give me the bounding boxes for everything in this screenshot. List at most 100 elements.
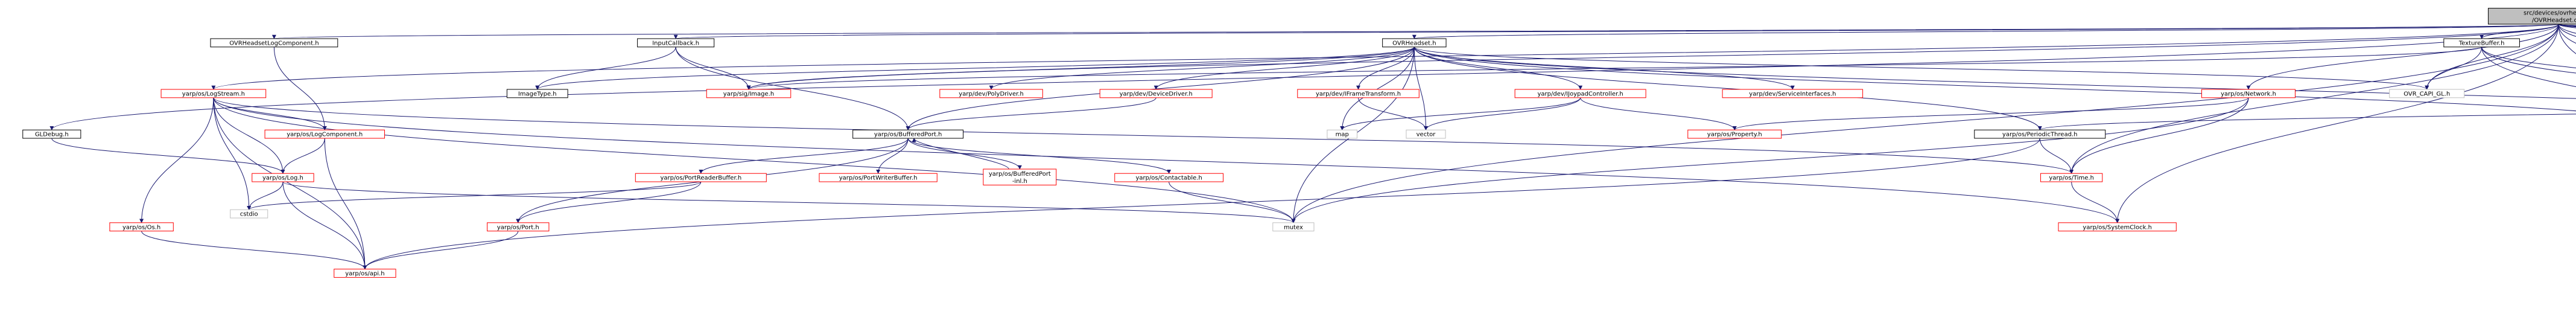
node-box xyxy=(1272,222,1315,232)
node-box xyxy=(230,209,268,219)
node-portwriter[interactable]: yarp/os/PortWriterBuffer.h xyxy=(819,173,937,182)
edge-logstream-to-logh xyxy=(213,97,285,174)
node-imagetype[interactable]: ImageType.h xyxy=(506,89,568,98)
edge-ovrheadset_h-to-vector xyxy=(1413,46,1429,130)
node-box xyxy=(635,173,767,182)
node-box xyxy=(264,129,385,139)
node-root[interactable]: src/devices/ovrheadset/OVRHeadset.cpp xyxy=(2488,8,2576,25)
node-label: yarp/os/BufferedPort.h xyxy=(874,132,942,138)
node-label: yarp/dev/DeviceDriver.h xyxy=(1120,91,1193,98)
edge-joypad-to-map xyxy=(1340,97,1581,130)
node-box xyxy=(2488,8,2576,25)
edge-root-to-network xyxy=(2246,24,2559,90)
edge-joypad-to-vector xyxy=(1424,97,1581,130)
node-box xyxy=(1722,89,1864,98)
edge-bufport-to-portreader xyxy=(699,138,909,174)
edge-root-to-imgcross xyxy=(2558,24,2576,28)
edge-root-to-logstream xyxy=(211,24,2559,90)
node-portreader[interactable]: yarp/os/PortReaderBuffer.h xyxy=(635,173,767,182)
node-box xyxy=(1974,129,2106,139)
edge-layer xyxy=(49,24,2576,270)
node-texbuf[interactable]: TextureBuffer.h xyxy=(2443,38,2520,48)
node-logh[interactable]: yarp/os/Log.h xyxy=(252,173,314,182)
node-serviceif[interactable]: yarp/dev/ServiceInterfaces.h xyxy=(1722,89,1864,98)
edge-ovrheadset_h-to-devicedriver xyxy=(1153,46,1415,90)
node-bufportinl[interactable]: yarp/os/BufferedPort-inl.h xyxy=(983,168,1057,185)
edge-logh-to-api xyxy=(282,181,367,270)
node-porth[interactable]: yarp/os/Port.h xyxy=(487,222,550,232)
node-label: ImageType.h xyxy=(518,91,557,98)
node-api[interactable]: yarp/os/api.h xyxy=(334,269,396,278)
node-timeh[interactable]: yarp/os/Time.h xyxy=(2040,173,2103,182)
node-contactable[interactable]: yarp/os/Contactable.h xyxy=(1114,173,1224,182)
node-cstdio: cstdio xyxy=(230,209,268,219)
edge-root-to-ovrmath xyxy=(2558,24,2576,44)
node-map: map xyxy=(1327,129,1358,139)
node-label: yarp/os/Log.h xyxy=(262,175,303,182)
node-label: yarp/os/Os.h xyxy=(122,224,160,231)
node-label: TextureBuffer.h xyxy=(2458,40,2505,47)
node-sigimage[interactable]: yarp/sig/Image.h xyxy=(706,89,792,98)
node-label: mutex xyxy=(1284,224,1303,231)
node-vector: vector xyxy=(1406,129,1446,139)
node-box xyxy=(1514,89,1646,98)
edge-texbuf-to-glew xyxy=(2481,46,2576,88)
edge-logh-to-mutex xyxy=(282,181,1296,223)
edge-root-to-gldebug xyxy=(49,24,2559,130)
edge-network-to-property xyxy=(1732,97,2249,130)
edge-bufport-to-portwriter xyxy=(876,138,909,174)
edge-root-to-glew xyxy=(2558,24,2576,54)
node-logcomp[interactable]: yarp/os/LogComponent.h xyxy=(264,129,385,139)
edge-root-to-texstatic xyxy=(2558,24,2576,37)
edge-logstream-to-timeh xyxy=(213,97,2073,174)
node-label: vector xyxy=(1416,132,1436,138)
node-iframe[interactable]: yarp/dev/IFrameTransform.h xyxy=(1297,89,1420,98)
edge-ovrheadset_h-to-imagetype xyxy=(535,46,1415,90)
node-box xyxy=(2058,222,2177,232)
edge-ovrheadset_h-to-capigl xyxy=(1413,46,2429,90)
edge-ovrheadset_h-to-iframe xyxy=(1356,46,1415,90)
node-label: OVR_CAPI_GL.h xyxy=(2403,91,2450,98)
edge-network-to-mutex xyxy=(1291,97,2249,223)
node-logstream[interactable]: yarp/os/LogStream.h xyxy=(160,89,267,98)
edge-logstream-to-sysclock xyxy=(213,97,2119,223)
edge-root-to-ovrlogcomp xyxy=(273,24,2559,39)
edge-bufport-to-contactable xyxy=(907,138,1172,174)
edge-iframe-to-vector xyxy=(1358,97,1428,130)
edge-logcomp-to-logh xyxy=(281,138,325,174)
node-gldebug[interactable]: GLDebug.h xyxy=(22,129,81,139)
node-polydriver[interactable]: yarp/dev/PolyDriver.h xyxy=(939,89,1043,98)
node-inputcb[interactable]: InputCallback.h xyxy=(637,38,715,48)
edge-logstream-to-logcomp xyxy=(213,97,327,130)
node-joypad[interactable]: yarp/dev/IJoypadController.h xyxy=(1514,89,1646,98)
node-box xyxy=(1687,129,1782,139)
node-box xyxy=(160,89,267,98)
edge-ovrheadset_h-to-sigimage xyxy=(746,46,1415,90)
edge-ovrheadset_h-to-capi xyxy=(1413,46,2576,99)
node-bufport[interactable]: yarp/os/BufferedPort.h xyxy=(852,129,964,139)
node-devicedriver[interactable]: yarp/dev/DeviceDriver.h xyxy=(1099,89,1213,98)
node-ovrheadset_h[interactable]: OVRHeadset.h xyxy=(1382,38,1447,48)
node-label: yarp/os/Network.h xyxy=(2221,91,2276,98)
edge-portreader-to-porth xyxy=(516,181,702,223)
node-label: GLDebug.h xyxy=(35,132,69,138)
node-label: yarp/os/api.h xyxy=(345,271,384,277)
node-ovrlogcomp[interactable]: OVRHeadsetLogComponent.h xyxy=(210,38,338,48)
node-box xyxy=(487,222,550,232)
node-box xyxy=(1297,89,1420,98)
node-box xyxy=(252,173,314,182)
node-label: yarp/os/LogStream.h xyxy=(182,91,245,98)
node-sysclock[interactable]: yarp/os/SystemClock.h xyxy=(2058,222,2177,232)
edge-root-to-imgrobot xyxy=(2558,24,2576,28)
node-layer: src/devices/ovrheadset/OVRHeadset.cppOVR… xyxy=(22,8,2576,278)
edge-root-to-texbattery xyxy=(2558,24,2576,34)
node-perthread[interactable]: yarp/os/PeriodicThread.h xyxy=(1974,129,2106,139)
edge-root-to-inputcb xyxy=(674,24,2559,39)
node-box xyxy=(706,89,792,98)
node-osh[interactable]: yarp/os/Os.h xyxy=(109,222,174,232)
node-box xyxy=(22,129,81,139)
node-network[interactable]: yarp/os/Network.h xyxy=(2201,89,2296,98)
edge-devicedriver-to-bufport xyxy=(906,97,1156,130)
edge-logcomp-to-api xyxy=(324,138,367,270)
node-property[interactable]: yarp/os/Property.h xyxy=(1687,129,1782,139)
